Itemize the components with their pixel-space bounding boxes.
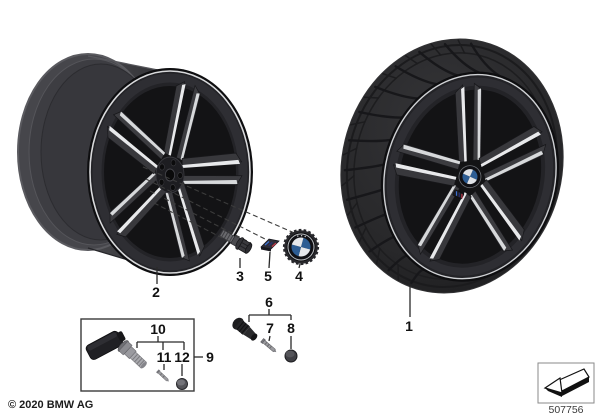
tpms-kit-box-item-9 (80, 318, 195, 392)
callout-3-wheel-bolt: 3 (236, 268, 244, 284)
callout-10-tpms-valve: 10 (150, 321, 166, 337)
dashed-leader-lines (142, 166, 300, 246)
callout-5-m-badge: 5 (264, 268, 272, 284)
tire-tread (341, 39, 501, 285)
tpms-valve-item-10 (117, 340, 147, 369)
copyright-notice: © 2020 BMW AG (8, 399, 94, 411)
callout-11-tpms-valve-core: 11 (156, 349, 172, 365)
page-turn-arrow-icon (537, 362, 595, 404)
valve-cap-item-8 (284, 349, 298, 363)
callout-2-alloy-wheel: 2 (152, 284, 160, 300)
valve-core-item-7 (260, 338, 277, 353)
tpms-valve-cap-item-12 (176, 378, 188, 390)
bmw-center-cap-on-wheel (458, 165, 482, 189)
tpms-valve-core-item-11 (156, 369, 169, 382)
callout-12-tpms-valve-cap: 12 (174, 349, 190, 365)
wheel-hub (155, 156, 185, 194)
m-badge-on-wheel (452, 189, 465, 200)
alloy-wheel-item-2 (17, 53, 253, 276)
document-number: 507756 (548, 404, 584, 416)
callout-7-valve-core: 7 (266, 320, 274, 336)
callout-lines (136, 251, 411, 376)
callout-6-valve-assembly: 6 (265, 294, 273, 310)
callout-1-wheel-with-tire: 1 (405, 318, 413, 334)
callout-9-tpms-kit: 9 (206, 349, 214, 365)
valve-stem-item-6 (232, 317, 258, 341)
wheel-bolt-item-3 (219, 229, 253, 254)
tpms-sensor (85, 330, 126, 360)
hub-cap-item-4 (282, 228, 320, 266)
callout-8-valve-cap: 8 (287, 320, 295, 336)
callout-4-hub-cap: 4 (295, 268, 303, 284)
m-badge-item-5 (260, 238, 280, 252)
wheel-with-tire-item-1 (340, 38, 564, 294)
